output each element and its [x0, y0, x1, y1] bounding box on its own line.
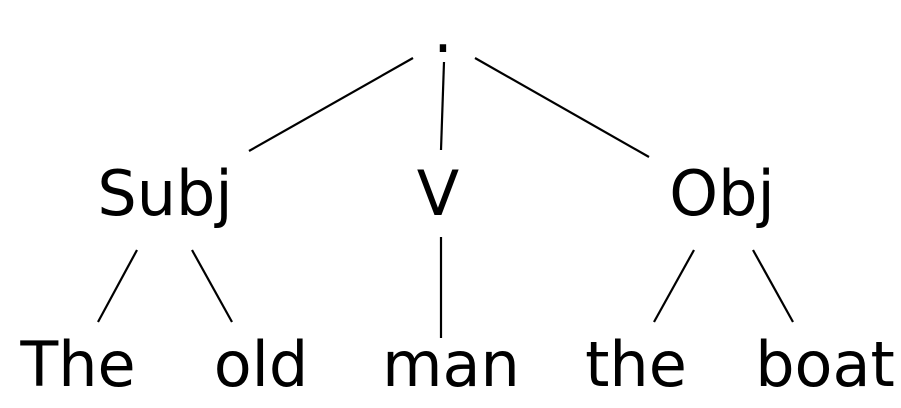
word-old: old — [214, 328, 309, 401]
word-the-capital: The — [19, 328, 135, 401]
edge-obj-the — [653, 249, 695, 323]
word-man: man — [382, 328, 520, 401]
edge-root-subj — [248, 57, 414, 152]
obj-node-label: Obj — [669, 157, 774, 230]
edge-root-v — [439, 61, 446, 151]
edge-root-obj — [474, 57, 650, 158]
v-node-label: V — [417, 157, 459, 230]
edge-obj-boat — [752, 249, 794, 323]
edge-subj-old — [191, 249, 233, 323]
subj-node-label: Subj — [97, 157, 232, 230]
edge-subj-the — [97, 249, 138, 323]
word-boat: boat — [755, 328, 895, 401]
word-the: the — [585, 328, 687, 401]
root-node-label: . — [433, 0, 453, 67]
